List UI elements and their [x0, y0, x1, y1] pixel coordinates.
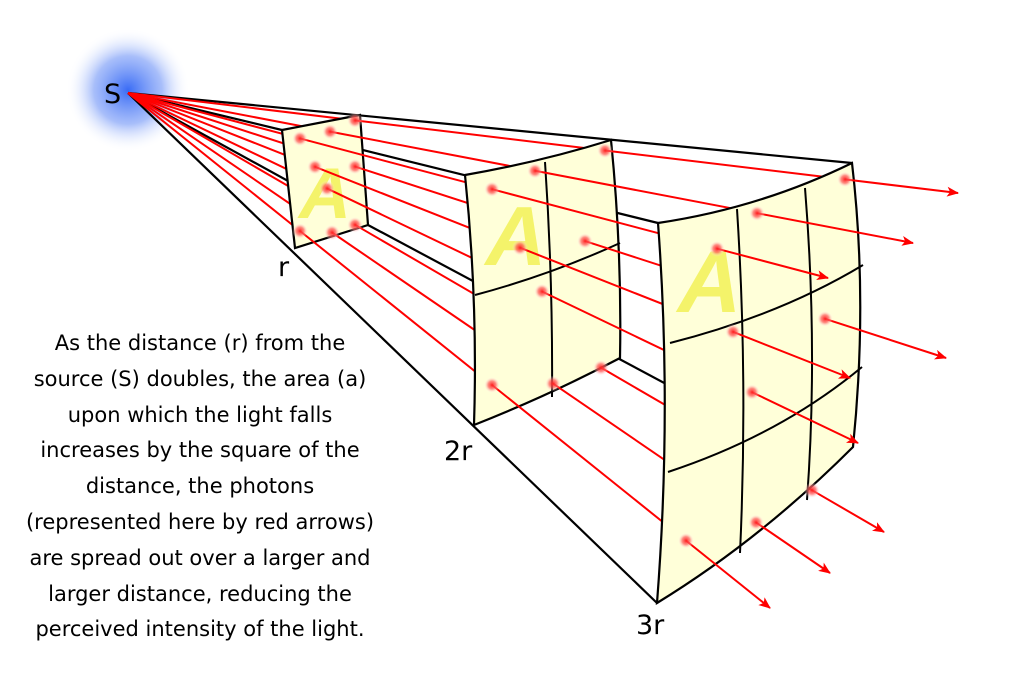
photon-hit-dot [817, 310, 833, 327]
photon-hit-dot [292, 130, 308, 147]
panel-2r: A [463, 138, 622, 427]
photon-arrow [844, 178, 959, 197]
rays-beyond-3r [685, 178, 959, 609]
caption-line: increases by the square of the [40, 438, 360, 463]
photon-hit-dot [597, 142, 613, 159]
caption-line: (represented here by red arrows) [25, 509, 375, 534]
caption-line: upon which the light falls [67, 402, 333, 427]
photon-hit-dot [484, 181, 500, 198]
photon-hit-dot [347, 216, 363, 233]
photon-hit-dot [748, 514, 764, 531]
photon-hit-dot [709, 240, 725, 257]
photon-hit-dot [678, 532, 694, 549]
photon-arrow [811, 489, 885, 533]
photon-arrow [824, 317, 947, 360]
label-r: r [278, 252, 290, 283]
frame-bottom-edge [127, 92, 658, 604]
photon-arrow [716, 247, 829, 281]
photon-ray-segment [329, 130, 536, 172]
label-2r: 2r [444, 436, 473, 467]
photon-hit-dot [577, 233, 593, 250]
photon-ray-segment [354, 119, 606, 152]
photon-hit-dot [804, 482, 820, 499]
photon-hit-dot [324, 224, 340, 241]
photon-hit-dot [545, 375, 561, 392]
photon-hit-dot [725, 323, 741, 340]
photon-arrow [751, 391, 859, 444]
photon-arrow [755, 521, 831, 574]
photon-arrow [685, 539, 771, 609]
photon-hit-points [292, 112, 853, 549]
caption-line: are spread out over a larger and [29, 545, 371, 570]
photon-hit-dot [307, 158, 323, 175]
photon-ray-segment [127, 92, 356, 122]
caption-line: larger distance, reducing the [48, 581, 352, 606]
photon-hit-dot [347, 112, 363, 129]
caption-line: As the distance (r) from the [54, 331, 346, 355]
photon-ray-segment [127, 92, 331, 133]
photon-hit-dot [749, 205, 765, 222]
photon-hit-dot [347, 158, 363, 175]
photon-hit-dot [593, 359, 609, 376]
photon-ray-segment [127, 92, 301, 232]
caption-line: perceived intensity of the light. [35, 617, 365, 642]
caption-line: source (S) doubles, the area (a) [33, 366, 367, 391]
photon-ray-segment [604, 149, 846, 181]
photon-ray-segment [127, 92, 301, 140]
photon-hit-dot [484, 376, 500, 393]
photon-ray-segment [299, 137, 493, 191]
photon-hit-dot [292, 222, 308, 239]
frame-top-edge [127, 91, 853, 165]
photon-hit-dot [322, 123, 338, 140]
photon-ray-segment [299, 230, 493, 386]
photon-hit-dot [534, 283, 550, 300]
light-source-glow [66, 28, 190, 152]
photon-ray-segment [491, 384, 687, 542]
photon-hit-dot [527, 162, 543, 179]
label-3r: 3r [636, 610, 665, 641]
photon-hit-dot [512, 239, 528, 256]
photon-hit-dot [837, 171, 853, 188]
photon-arrow [756, 212, 914, 246]
photon-hit-dot [319, 180, 335, 197]
label-source: S [104, 79, 121, 110]
photon-hit-dot [744, 384, 760, 401]
explanation-caption: As the distance (r) from the source (S) … [20, 326, 380, 648]
photon-ray-segment [534, 169, 758, 215]
photon-arrow [732, 330, 851, 379]
caption-line: distance, the photons [85, 474, 315, 499]
